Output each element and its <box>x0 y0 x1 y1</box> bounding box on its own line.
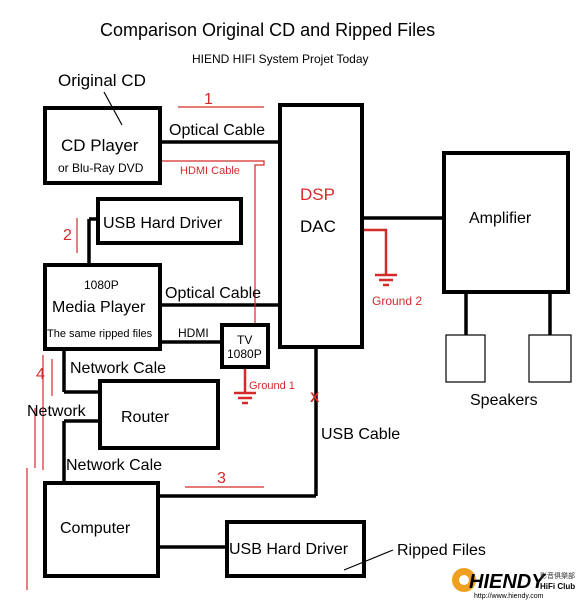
speaker-right <box>528 334 572 383</box>
usb-hdd-top-node: USB Hard Driver <box>96 197 243 245</box>
original-cd-caption: Original CD <box>58 71 146 90</box>
media-player-box <box>43 263 162 351</box>
optical-cable-2-label: Optical Cable <box>165 285 261 302</box>
usb-hdd-bottom-label: USB Hard Driver <box>229 541 349 558</box>
amplifier-box <box>442 151 570 294</box>
network-cale-1-label: Network Cale <box>70 360 166 377</box>
logo-badge-inner <box>459 575 469 585</box>
computer-node: Computer <box>43 481 160 578</box>
optical-cable-1-label: Optical Cable <box>169 122 265 139</box>
speakers-label: Speakers <box>470 392 538 409</box>
media-player-line1: 1080P <box>84 278 119 292</box>
cd-player-label: CD Player <box>61 136 139 155</box>
media-player-node: 1080P Media Player The same ripped files <box>43 263 162 351</box>
dac-label: DAC <box>300 217 336 236</box>
hiendy-logo: HIENDY 影音俱樂部 HiFi Club http://www.hiendy… <box>452 568 575 600</box>
marker-1: 1 <box>204 91 213 108</box>
dac-node: DSP DAC <box>278 103 364 349</box>
wires <box>62 140 552 549</box>
dac-dsp-label: DSP <box>300 185 335 204</box>
computer-box <box>43 481 160 578</box>
original-cd-pointer <box>103 91 123 126</box>
logo-url: http://www.hiendy.com <box>474 593 544 600</box>
network-cale-2-label: Network Cale <box>66 457 162 474</box>
ground-2-wire <box>362 228 388 275</box>
usb-cable-x-mark: X <box>310 389 320 405</box>
speaker-left <box>445 334 486 383</box>
red-annotations: 1 HDMI Cable 2 4 3 Ground 1 Ground 2 X <box>26 91 422 590</box>
hdmi-label: HDMI <box>178 326 209 340</box>
router-node: Router <box>98 379 220 450</box>
usb-hdd-top-box <box>96 197 243 245</box>
computer-label: Computer <box>60 520 131 537</box>
network-label: Network <box>27 403 87 420</box>
diagram-title: Comparison Original CD and Ripped Files <box>100 20 435 40</box>
media-player-line3: The same ripped files <box>47 328 153 340</box>
logo-text: HIENDY <box>469 571 546 593</box>
marker-3: 3 <box>217 470 226 487</box>
cd-player-box <box>43 106 162 185</box>
amplifier-node: Amplifier <box>442 151 570 294</box>
marker-2: 2 <box>63 227 72 244</box>
ground-1-label: Ground 1 <box>249 380 295 392</box>
tv-node: TV 1080P <box>220 323 270 369</box>
marker-4: 4 <box>36 366 45 383</box>
cd-player-sublabel: or Blu-Ray DVD <box>58 161 144 175</box>
hdmi-cable-path <box>161 160 265 328</box>
usb-cable-label: USB Cable <box>321 426 400 443</box>
media-player-line2: Media Player <box>52 299 146 316</box>
router-label: Router <box>121 409 170 426</box>
hdmi-cable-label: HDMI Cable <box>180 165 240 177</box>
router-box <box>98 379 220 450</box>
logo-sub: HiFi Club <box>540 582 575 591</box>
dac-box <box>278 103 364 349</box>
diagram-subtitle: HIEND HIFI System Projet Today <box>192 52 369 66</box>
tv-line2: 1080P <box>227 347 262 361</box>
usb-hdd-top-label: USB Hard Driver <box>103 215 223 232</box>
tv-box <box>220 323 270 369</box>
cd-player-node: CD Player or Blu-Ray DVD <box>43 106 162 185</box>
ground-2-label: Ground 2 <box>372 294 422 308</box>
usb-hdd-bottom-box <box>225 520 366 578</box>
ripped-files-label: Ripped Files <box>397 542 486 559</box>
logo-cjk: 影音俱樂部 <box>540 571 575 580</box>
amplifier-label: Amplifier <box>469 210 532 227</box>
usb-hdd-bottom-node: USB Hard Driver <box>225 520 366 578</box>
tv-line1: TV <box>237 333 252 347</box>
ripped-files-pointer <box>343 549 394 571</box>
